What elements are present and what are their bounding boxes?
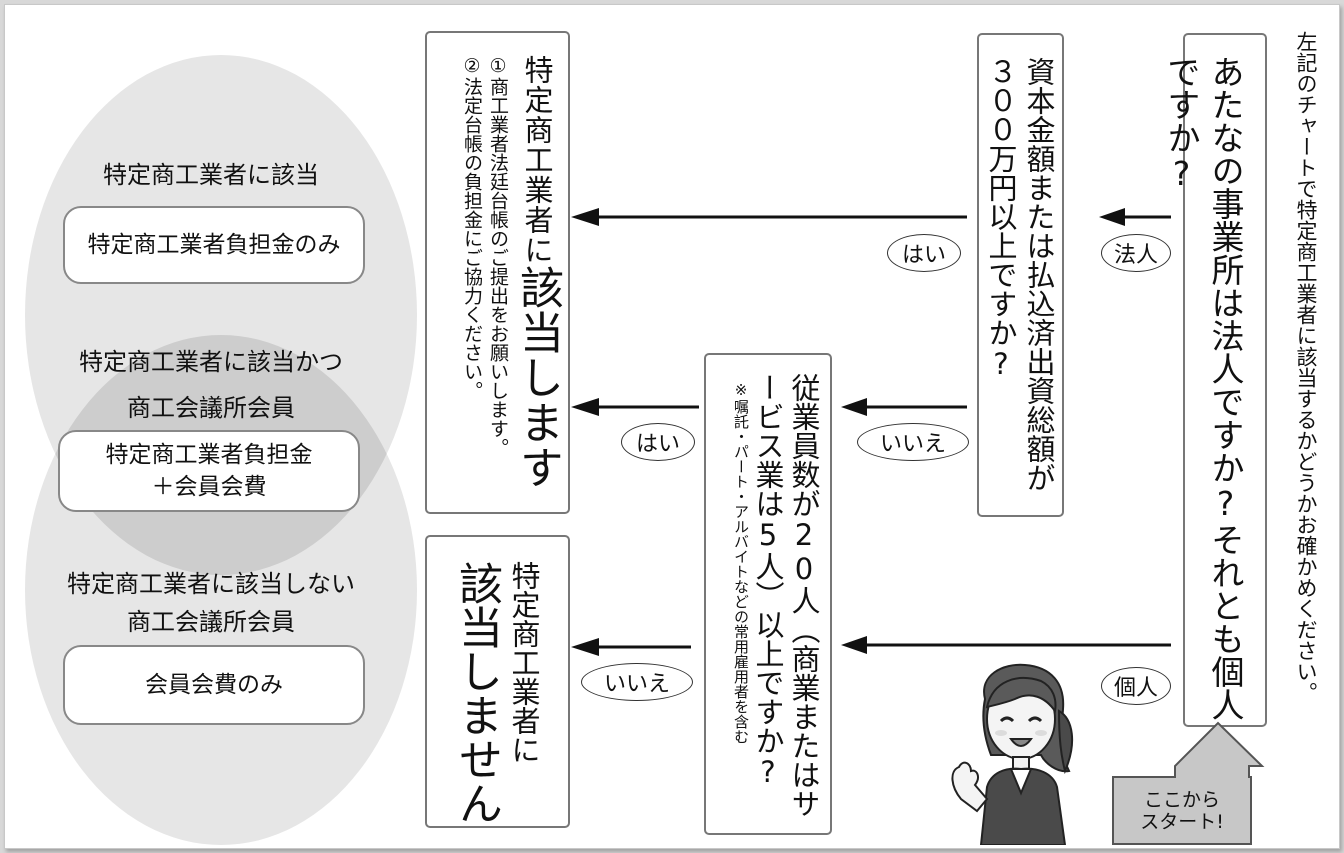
category-1-title: 特定商工業者に該当 — [103, 161, 319, 189]
label-corporation: 法人 — [1101, 234, 1171, 272]
question-employees-box: 従業員数が20人（商業またはサービス業は5人）以上ですか? ※嘱託・パート・アル… — [704, 353, 832, 835]
result-not-applicable-line1: 特定商工業者に — [507, 561, 541, 764]
result-applicable-box: 特定商工業者に該当します ①商工業者法廷台帳のご提出をお願いします。 ②法定台帳… — [425, 31, 570, 514]
label-individual: 個人 — [1101, 667, 1171, 705]
start-arrow — [1112, 721, 1265, 845]
question-employees-note: ※嘱託・パート・アルバイトなどの常用雇用者を含む — [732, 381, 750, 744]
question-main-text: あたなの事業所は法人ですか?それとも個人ですか? — [1162, 55, 1245, 721]
category-2-fee-line2: ＋会員会費 — [151, 474, 267, 500]
question-employees-text: 従業員数が20人（商業またはサービス業は5人）以上ですか? — [751, 373, 821, 818]
woman-illustration — [951, 663, 1074, 845]
arrow-capital-no-head — [841, 398, 867, 416]
category-2-title-line2: 商工会議所会員 — [127, 394, 295, 422]
category-2-title-line1: 特定商工業者に該当かつ — [79, 348, 343, 376]
result-applicable-prefix: 特定商工業者に — [520, 55, 554, 265]
category-2-fee-box: 特定商工業者負担金 ＋会員会費 — [58, 430, 360, 512]
category-1-fee-box: 特定商工業者負担金のみ — [63, 206, 365, 284]
arrow-employees-no-head — [571, 638, 599, 656]
result-applicable-item1: ①商工業者法廷台帳のご提出をお願いします。 — [487, 55, 509, 457]
category-3-title-line2: 商工会議所会員 — [127, 608, 295, 636]
question-capital-text: 資本金額または払込済出資総額が３００万円以上ですか? — [984, 57, 1056, 492]
start-label: ここから スタート! — [1140, 789, 1224, 833]
result-applicable-item2: ②法定台帳の負担金にご協力ください。 — [461, 55, 483, 400]
side-note: 左記のチャートで特定商工業者に該当するかどうかお確かめください。 — [1294, 31, 1318, 703]
question-capital-box: 資本金額または払込済出資総額が３００万円以上ですか? — [977, 33, 1064, 517]
label-capital-yes: はい — [887, 234, 961, 272]
label-employees-no: いいえ — [581, 663, 693, 701]
result-not-applicable-box: 特定商工業者に 該当しません — [425, 535, 570, 828]
result-applicable-emphasis: 該当します — [512, 265, 563, 490]
flowchart-panel: 特定商工業者に該当 特定商工業者負担金のみ 特定商工業者に該当かつ 商工会議所会… — [4, 4, 1340, 849]
label-capital-no: いいえ — [857, 423, 969, 461]
result-not-applicable-line2: 該当しません — [451, 561, 502, 825]
arrow-employees-yes-head — [571, 398, 599, 416]
arrow-corporation-head — [1099, 208, 1125, 226]
label-employees-yes: はい — [621, 423, 695, 461]
arrow-individual-head — [841, 636, 867, 654]
category-3-title-line1: 特定商工業者に該当しない — [67, 570, 355, 598]
result-applicable-heading: 特定商工業者に該当します — [512, 55, 563, 490]
flow-arrows — [571, 208, 1265, 845]
arrow-capital-yes-head — [571, 208, 599, 226]
category-2-fee-line1: 特定商工業者負担金 — [105, 442, 313, 468]
category-3-fee-box: 会員会費のみ — [63, 645, 365, 725]
question-main-box: あたなの事業所は法人ですか?それとも個人ですか? — [1162, 33, 1267, 727]
